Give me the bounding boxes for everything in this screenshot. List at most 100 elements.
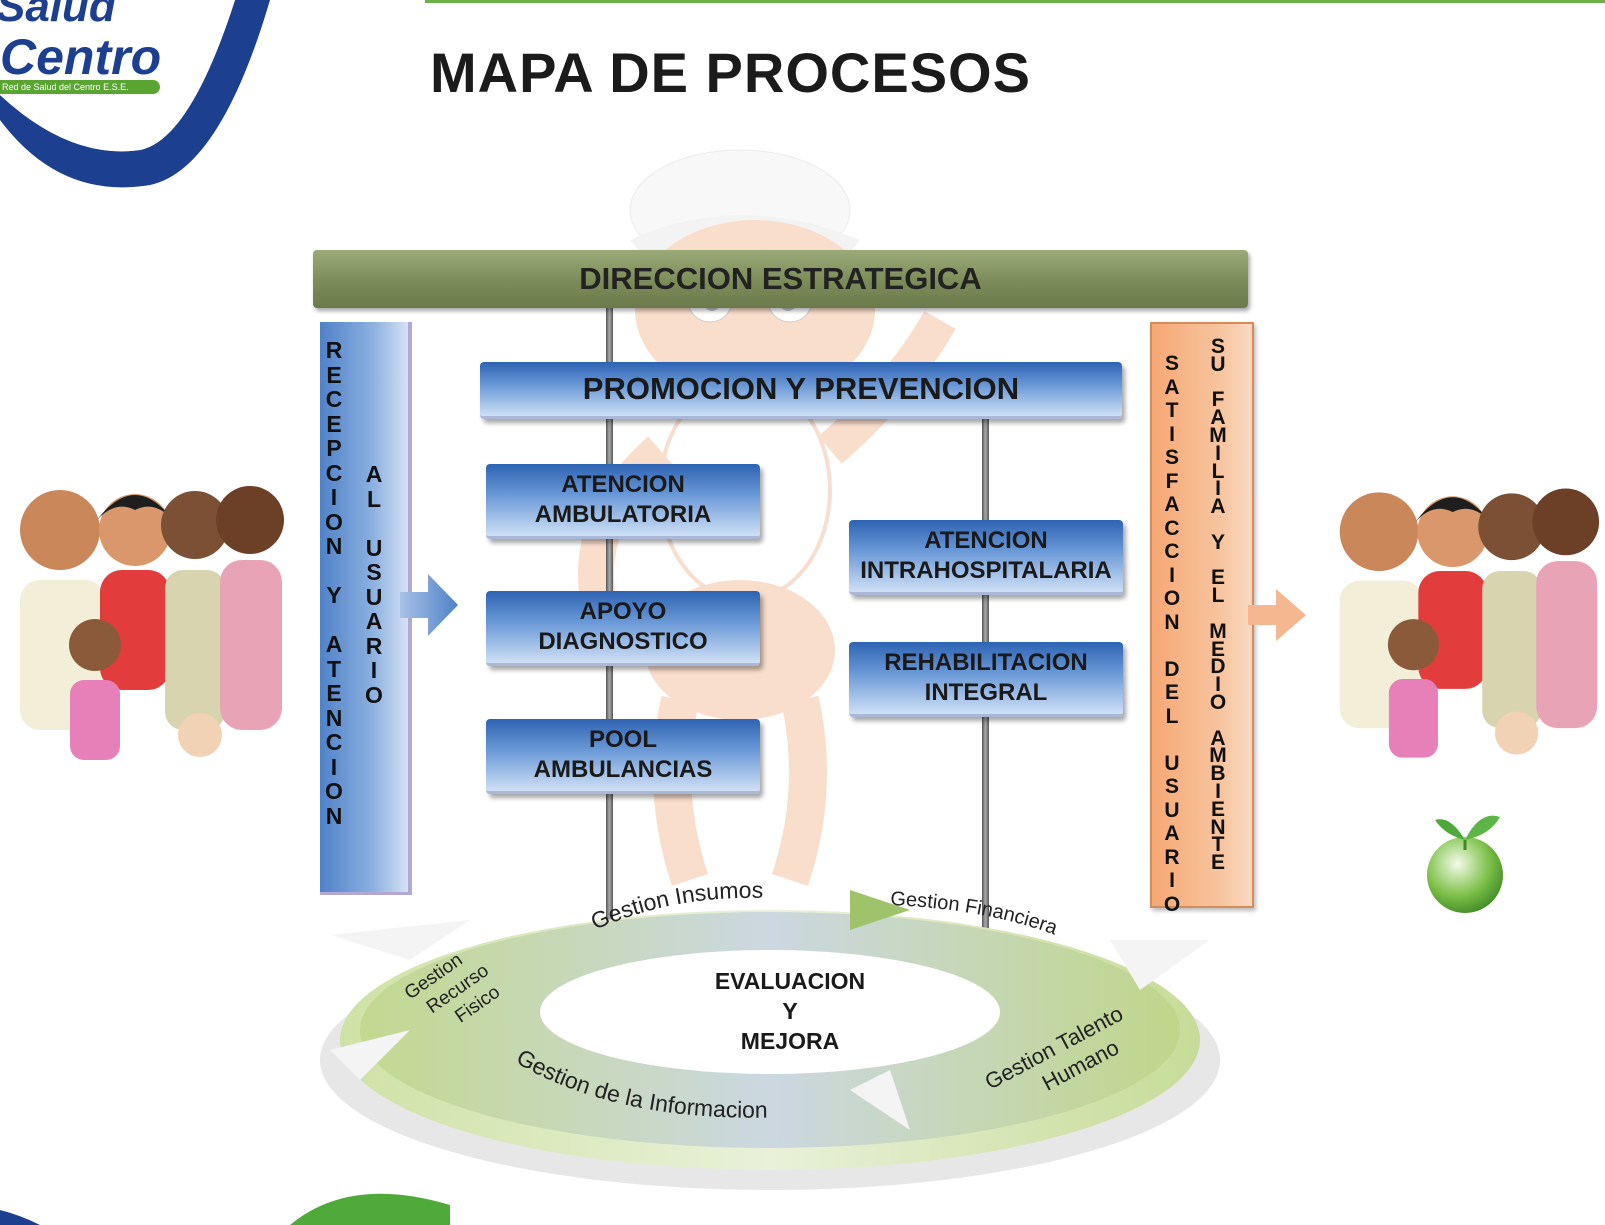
vertical-letter: I	[1169, 422, 1175, 446]
vertical-letter: C	[325, 386, 343, 412]
vertical-letter: E	[1210, 637, 1225, 661]
vertical-letter	[331, 559, 337, 584]
vertical-letter: O	[1209, 690, 1227, 714]
eval-line: MEJORA	[740, 1028, 840, 1054]
bottom-swoosh	[290, 1193, 450, 1225]
vertical-letter: I	[1215, 441, 1221, 465]
box-line: ATENCION	[924, 527, 1048, 554]
vertical-letter: T	[1165, 399, 1179, 422]
vertical-letter	[1169, 728, 1175, 752]
vertical-letter: I	[370, 657, 378, 683]
vertical-letter: I	[330, 484, 338, 510]
vertical-letter: I	[1215, 673, 1221, 697]
logo-centro: Centro	[0, 29, 162, 85]
vertical-letter: A	[1210, 495, 1226, 519]
vertical-letter: C	[1164, 540, 1180, 563]
vertical-letter: A	[365, 461, 383, 487]
vertical-letter	[331, 608, 337, 633]
vertical-letter: U	[1164, 798, 1180, 822]
vertical-letter: R	[365, 632, 383, 659]
vertical-letter: L	[366, 485, 382, 512]
vertical-letter: R	[325, 337, 343, 363]
atencion-ambulatoria-box: ATENCION AMBULATORIA	[486, 464, 760, 539]
vertical-letter	[1169, 634, 1175, 658]
vertical-letter: I	[1215, 779, 1221, 803]
vertical-letter: I	[1215, 477, 1221, 501]
vertical-letter	[371, 511, 377, 536]
vertical-letter: L	[1165, 704, 1179, 728]
vertical-letter: U	[1164, 751, 1180, 775]
vertical-letter: O	[1163, 892, 1181, 916]
vertical-letter: L	[1211, 584, 1225, 608]
vertical-letter: E	[1210, 566, 1225, 590]
vertical-letter: O	[325, 508, 343, 535]
box-line: AMBULATORIA	[534, 501, 712, 528]
vertical-letter: P	[326, 435, 342, 461]
vertical-letter: A	[1164, 375, 1180, 399]
promocion-prevencion-box: PROMOCION Y PREVENCION	[480, 362, 1122, 419]
vertical-letter: N	[325, 533, 343, 559]
vertical-letter: N	[1164, 610, 1180, 634]
eval-line: EVALUACION	[714, 968, 866, 994]
vertical-letter: B	[1210, 762, 1226, 786]
atencion-intrahospitalaria-box: ATENCION INTRAHOSPITALARIA	[849, 520, 1123, 595]
box-line: APOYO	[579, 598, 667, 625]
vertical-letter: E	[326, 410, 342, 437]
vertical-letter: I	[330, 753, 338, 780]
box-line: REHABILITACION	[884, 649, 1088, 676]
vertical-letter: E	[1210, 851, 1225, 875]
page-title: MAPA DE PROCESOS	[430, 41, 1031, 104]
logo-salud: Salud	[0, 0, 116, 31]
vertical-letter: M	[1209, 744, 1227, 768]
eval-line: Y	[782, 998, 798, 1024]
vertical-letter: C	[325, 459, 343, 486]
vertical-letter: C	[1164, 516, 1180, 540]
vertical-letter: D	[1210, 655, 1226, 679]
vertical-letter: M	[1209, 619, 1227, 643]
vertical-letter: F	[1211, 388, 1225, 412]
vertical-letter: N	[325, 704, 343, 731]
vertical-letter: U	[1210, 352, 1226, 376]
vertical-letter: O	[1163, 587, 1181, 610]
vertical-letter: T	[326, 655, 342, 682]
family-illustration-right	[1339, 488, 1600, 758]
vertical-letter: D	[1164, 657, 1180, 681]
vertical-letter: A	[1210, 406, 1226, 430]
box-line: POOL	[588, 726, 657, 753]
logo-subtitle: Red de Salud del Centro E.S.E.	[0, 80, 160, 94]
vertical-letter: E	[326, 680, 342, 706]
vertical-letter: E	[326, 361, 342, 388]
vertical-letter: I	[1169, 563, 1175, 587]
vertical-letter: E	[1164, 681, 1179, 704]
vertical-letter: M	[1209, 423, 1227, 447]
top-divider	[425, 0, 1605, 3]
vertical-letter: E	[1210, 797, 1225, 821]
vertical-letter: C	[325, 729, 343, 755]
vertical-letter: A	[1164, 822, 1180, 845]
box-line: INTRAHOSPITALARIA	[860, 557, 1112, 584]
output-arrow-icon	[1248, 589, 1306, 641]
vertical-letter: L	[1211, 459, 1225, 483]
vertical-letter: A	[1210, 726, 1226, 750]
vertical-letter: Y	[1210, 530, 1225, 554]
vertical-letter: S	[1210, 335, 1225, 358]
vertical-letter: N	[1210, 815, 1226, 839]
corner-decoration	[0, 1210, 40, 1225]
vertical-letter: A	[325, 631, 343, 657]
vertical-letter: Y	[326, 582, 342, 608]
logo-swoosh	[0, 0, 270, 188]
vertical-letter: S	[1164, 446, 1179, 469]
input-arrow-icon	[400, 574, 458, 636]
family-illustration-left	[20, 486, 284, 760]
vertical-letter: U	[365, 583, 383, 610]
box-line: AMBULANCIAS	[533, 756, 713, 783]
vertical-letter: O	[325, 778, 343, 804]
vertical-letter: R	[1164, 845, 1180, 869]
box-line: ATENCION	[561, 471, 685, 498]
box-line: DIAGNOSTICO	[538, 628, 708, 655]
vertical-letter: I	[1169, 869, 1175, 892]
vertical-letter: S	[366, 559, 382, 585]
